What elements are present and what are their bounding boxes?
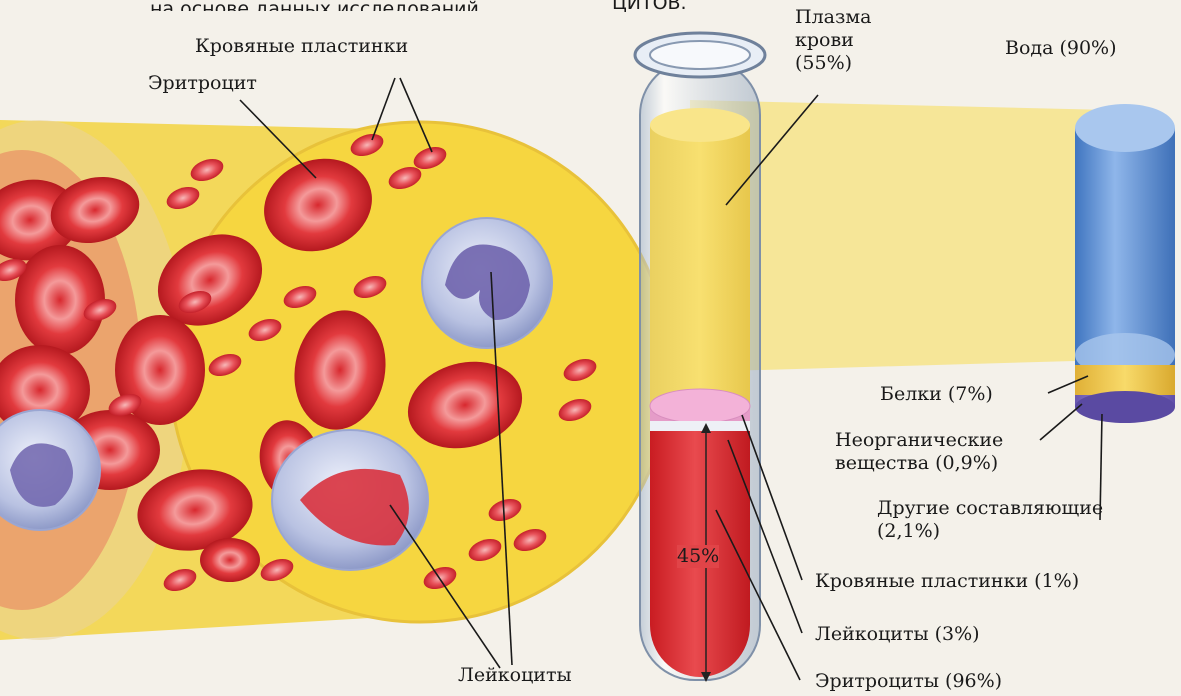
label-erythrocyte: Эритроцит — [148, 72, 257, 95]
label-plasma: Плазма крови (55%) — [795, 6, 885, 75]
label-proteins: Белки (7%) — [880, 383, 993, 406]
label-water: Вода (90%) — [1005, 37, 1117, 60]
test-tube-icon — [635, 33, 765, 682]
top-right-text-fragment: ЦИТОВ. — [612, 0, 687, 15]
plasma-composition-cylinder — [1075, 104, 1175, 423]
label-leukocytes: Лейкоциты — [458, 664, 572, 687]
label-inorganic: Неорганические вещества (0,9%) — [835, 429, 1045, 475]
label-hematocrit: 45% — [677, 545, 719, 568]
erythrocyte-icon — [15, 245, 105, 355]
label-tube-platelets: Кровяные пластинки (1%) — [815, 570, 1079, 593]
label-tube-leukocytes: Лейкоциты (3%) — [815, 623, 980, 646]
erythrocyte-icon — [200, 538, 260, 582]
label-other: Другие составляющие (2,1%) — [877, 497, 1147, 543]
label-platelets: Кровяные пластинки — [195, 35, 408, 58]
top-left-text-fragment: на основе данных исследований — [150, 0, 479, 11]
label-tube-erythrocytes: Эритроциты (96%) — [815, 670, 1002, 693]
